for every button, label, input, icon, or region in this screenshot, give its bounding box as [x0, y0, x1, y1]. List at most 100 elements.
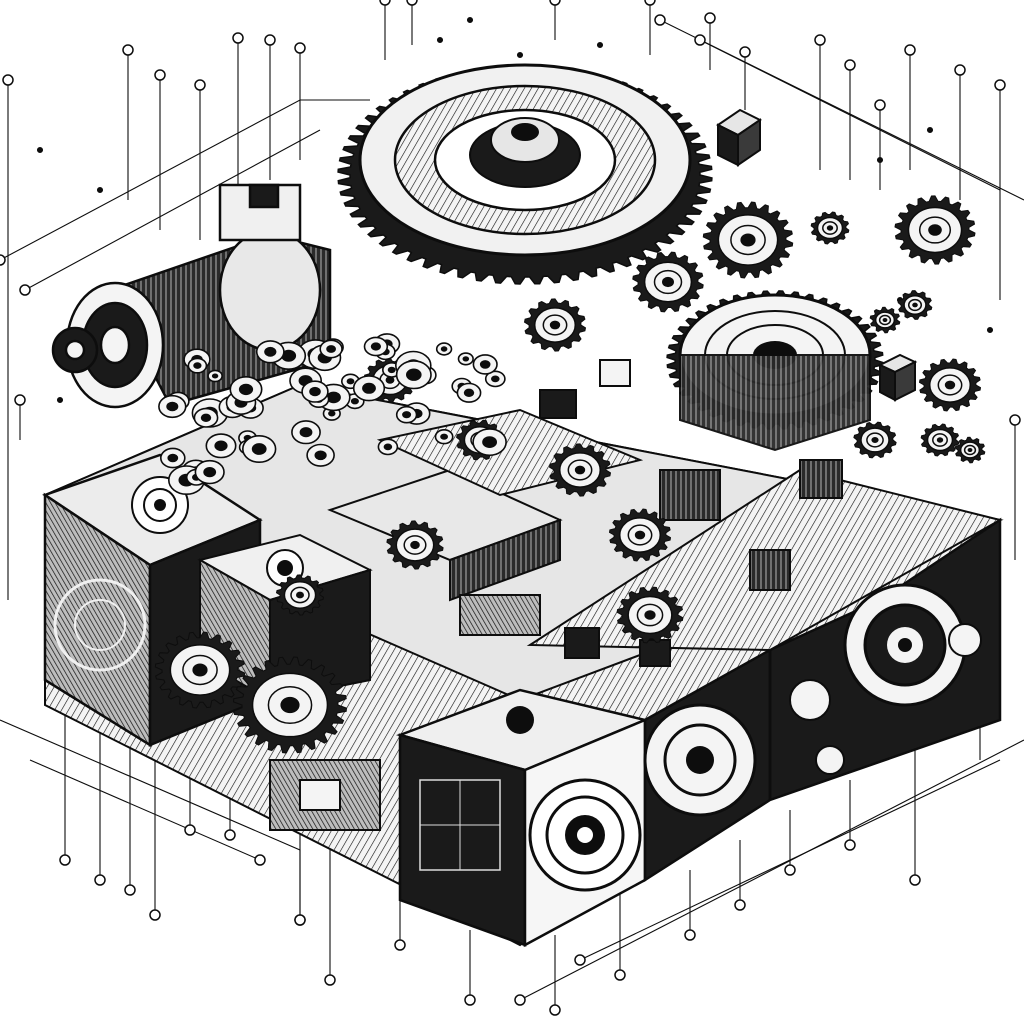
trace-node [124, 884, 136, 896]
trace-node [909, 874, 921, 886]
trace-node [549, 1004, 561, 1016]
gear-icon [472, 428, 507, 457]
trace-node [2, 74, 14, 86]
trace-node [59, 854, 71, 866]
gear-icon [484, 370, 506, 388]
circuit-trace [0, 99, 370, 261]
trace-node [614, 969, 626, 981]
gear-icon [523, 298, 587, 352]
trace-dot [926, 126, 934, 134]
gear-icon [232, 656, 348, 754]
trace-node [394, 939, 406, 951]
gear-icon [301, 380, 329, 403]
gear-icon [386, 520, 444, 570]
gear-icon [352, 375, 386, 402]
trace-node [874, 99, 886, 111]
trace-node [994, 79, 1006, 91]
trace-node [704, 12, 716, 24]
gear-icon [395, 405, 418, 424]
trace-node [814, 34, 826, 46]
trace-node [514, 994, 526, 1006]
trace-node [574, 954, 586, 966]
gear-icon [548, 443, 612, 497]
gear-icon [194, 459, 225, 485]
gear-icon [291, 420, 321, 445]
trace-node [844, 59, 856, 71]
gear-icon [319, 339, 343, 359]
trace-node [264, 34, 276, 46]
trace-node [694, 34, 706, 46]
center-cube [395, 688, 650, 948]
gear-icon [702, 201, 794, 279]
gear-icon [154, 631, 246, 709]
gear-icon [457, 352, 474, 366]
trace-node [644, 0, 656, 6]
gear-icon [616, 586, 684, 644]
trace-node [19, 284, 31, 296]
trace-node [94, 874, 106, 886]
trace-dot [516, 51, 524, 59]
trace-node [184, 824, 196, 836]
front-cube [643, 517, 1002, 883]
trace-node [406, 0, 418, 6]
trace-node [734, 899, 746, 911]
large-top-gear [337, 63, 713, 285]
gear-icon [242, 434, 277, 463]
trace-dot [36, 146, 44, 154]
gear-icon [275, 574, 325, 616]
gear-icon [456, 382, 482, 403]
circuit-trace [699, 39, 1001, 191]
gear-icon [632, 251, 704, 313]
gear-icon [472, 354, 498, 375]
trace-node [1009, 414, 1021, 426]
gear-icon [918, 358, 982, 412]
trace-node [904, 44, 916, 56]
trace-node [379, 0, 391, 6]
trace-dot [876, 156, 884, 164]
gear-icon [207, 369, 223, 383]
trace-node [294, 914, 306, 926]
trace-node [149, 909, 161, 921]
trace-node [0, 254, 6, 266]
trace-node [739, 46, 751, 58]
trace-node [324, 974, 336, 986]
trace-node [654, 14, 666, 26]
small-dark-block [716, 108, 918, 402]
gear-icon [158, 394, 187, 419]
circuit-trace [24, 129, 321, 291]
trace-node [154, 69, 166, 81]
trace-dot [96, 186, 104, 194]
circuit-trace [29, 759, 261, 861]
trace-dot [596, 41, 604, 49]
small-gear-cluster [158, 333, 507, 496]
circuit-trace [519, 739, 1024, 1001]
gear-icon [920, 423, 960, 457]
trace-node [549, 0, 561, 6]
trace-node [294, 42, 306, 54]
trace-node [224, 829, 236, 841]
gear-icon [229, 375, 263, 403]
trace-node [954, 64, 966, 76]
gear-icon [853, 421, 897, 459]
cylindrical-drum [51, 183, 332, 409]
trace-node [254, 854, 266, 866]
gear-icon [187, 357, 208, 374]
trace-node [784, 864, 796, 876]
trace-dot [466, 16, 474, 24]
trace-dot [986, 326, 994, 334]
gear-icon [434, 429, 454, 445]
trace-dot [436, 36, 444, 44]
trace-node [464, 994, 476, 1006]
gear-icon [306, 443, 335, 467]
gear-icon [363, 336, 389, 357]
gear-icon [255, 340, 285, 364]
gear-icon [897, 290, 933, 320]
gear-icon [395, 360, 432, 390]
trace-node [194, 79, 206, 91]
gear-icon [205, 433, 237, 459]
gear-icon [894, 195, 976, 265]
gear-icon [377, 438, 399, 456]
trace-node [232, 32, 244, 44]
trace-dot [56, 396, 64, 404]
